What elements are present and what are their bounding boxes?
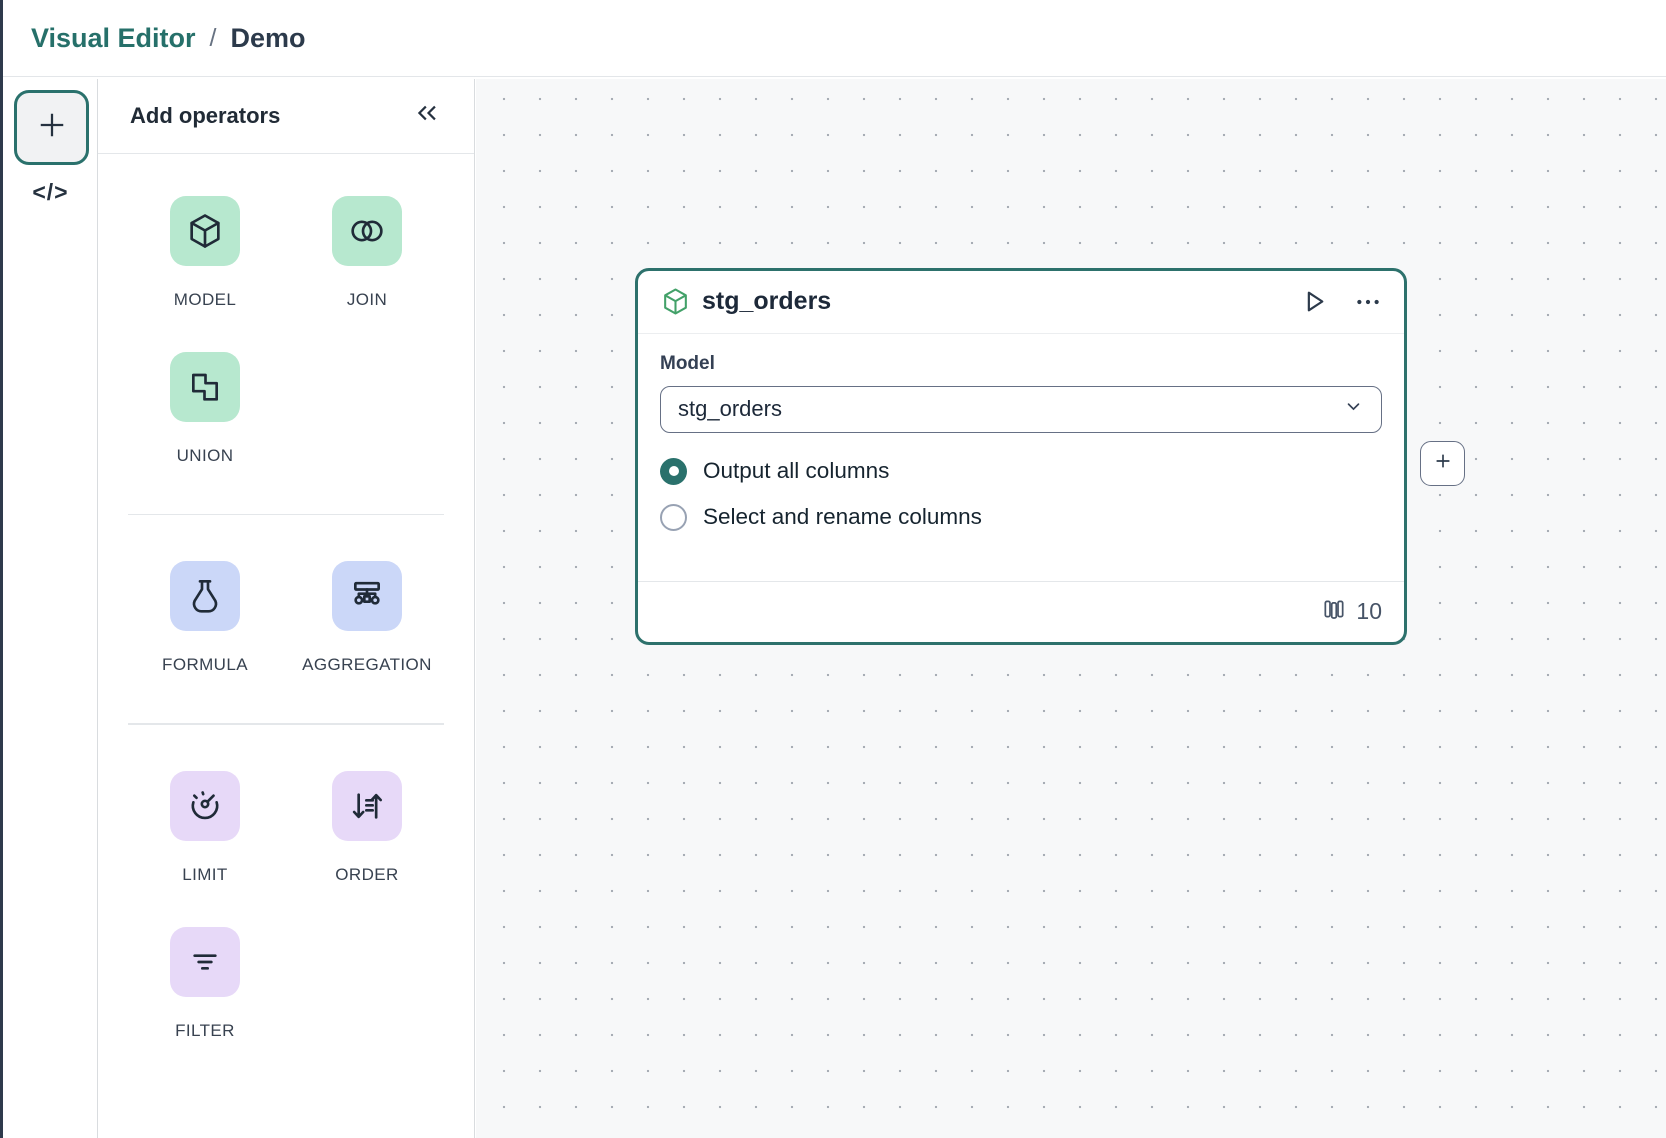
code-view-button[interactable]: </> (3, 179, 98, 206)
operator-label: ORDER (335, 864, 399, 884)
node-header[interactable]: stg_orders (638, 271, 1404, 334)
run-node-button[interactable] (1298, 286, 1329, 317)
panel-title: Add operators (130, 102, 281, 128)
gauge-icon (170, 770, 240, 841)
model-select[interactable]: stg_orders (660, 385, 1382, 433)
add-downstream-node-button[interactable] (1420, 440, 1465, 486)
plus-icon (1432, 450, 1454, 477)
model-field-label: Model (660, 352, 715, 374)
chevrons-left-icon (413, 99, 441, 132)
node-stg-orders[interactable]: stg_orders Model stg_orders (635, 267, 1407, 645)
radio-option-select-and-rename-columns[interactable]: Select and rename columns (660, 503, 1382, 531)
column-count[interactable]: 10 (1321, 596, 1382, 627)
model-select-value: stg_orders (678, 396, 782, 421)
operator-group: MODEL JOIN UNION (98, 195, 474, 508)
breadcrumb-visual-editor[interactable]: Visual Editor (31, 22, 196, 53)
node-options-menu-button[interactable] (1354, 288, 1382, 316)
add-operators-panel: Add operators MODEL JOIN UNION FORMULA AGGRE… (98, 78, 475, 1138)
operator-list: MODEL JOIN UNION FORMULA AGGREGATION LIMIT ORD… (98, 154, 474, 1083)
radio-unselected-icon[interactable] (660, 503, 687, 531)
operator-tile-filter[interactable]: FILTER (135, 926, 275, 1041)
operator-label: UNION (176, 445, 234, 465)
filter-icon (170, 926, 240, 997)
panel-header: Add operators (98, 79, 474, 154)
operator-tile-aggregation[interactable]: AGGREGATION (297, 561, 437, 675)
radio-option-label: Output all columns (703, 458, 890, 483)
sort-icon (332, 770, 402, 841)
breadcrumb-page-title: Demo (230, 22, 306, 53)
node-footer: 10 (638, 580, 1404, 642)
operator-group: FORMULA AGGREGATION (98, 561, 474, 717)
column-count-value: 10 (1356, 598, 1382, 624)
operator-tile-model[interactable]: MODEL (135, 195, 275, 310)
cube-icon (170, 195, 240, 266)
operator-tile-union[interactable]: UNION (135, 351, 275, 466)
collapse-panel-button[interactable] (412, 101, 442, 131)
radio-option-label: Select and rename columns (703, 504, 982, 529)
model-cube-icon (660, 286, 691, 317)
chevron-down-icon (1343, 396, 1364, 422)
join-icon (332, 195, 402, 266)
aggregation-icon (332, 561, 402, 631)
code-icon: </> (32, 178, 69, 205)
panel-section-divider (128, 513, 444, 515)
operator-label: AGGREGATION (302, 655, 432, 674)
radio-selected-icon[interactable] (660, 457, 687, 485)
operator-label: FORMULA (162, 655, 248, 674)
node-title: stg_orders (702, 287, 832, 315)
breadcrumb-separator: / (209, 23, 217, 52)
operator-tile-limit[interactable]: LIMIT (135, 770, 275, 885)
panel-section-divider (128, 723, 444, 725)
window-left-edge (0, 0, 3, 1138)
operator-tile-join[interactable]: JOIN (297, 195, 437, 310)
left-icon-rail: </> (3, 78, 98, 1138)
operator-label: MODEL (173, 289, 237, 309)
operator-tile-order[interactable]: ORDER (297, 770, 437, 885)
add-operators-button[interactable] (14, 89, 89, 165)
operator-label: FILTER (175, 1020, 235, 1040)
operator-label: LIMIT (182, 864, 228, 884)
union-icon (170, 351, 240, 422)
columns-icon (1321, 596, 1347, 627)
flask-icon (170, 561, 240, 631)
operator-tile-formula[interactable]: FORMULA (135, 561, 275, 675)
radio-option-output-all-columns[interactable]: Output all columns (660, 457, 1382, 485)
plus-icon (34, 107, 70, 148)
operator-label: JOIN (346, 289, 388, 309)
operator-group: LIMIT ORDER FILTER (98, 770, 474, 1083)
editor-canvas[interactable]: stg_orders Model stg_orders (476, 78, 1666, 1138)
top-header: Visual Editor / Demo (3, 0, 1666, 77)
